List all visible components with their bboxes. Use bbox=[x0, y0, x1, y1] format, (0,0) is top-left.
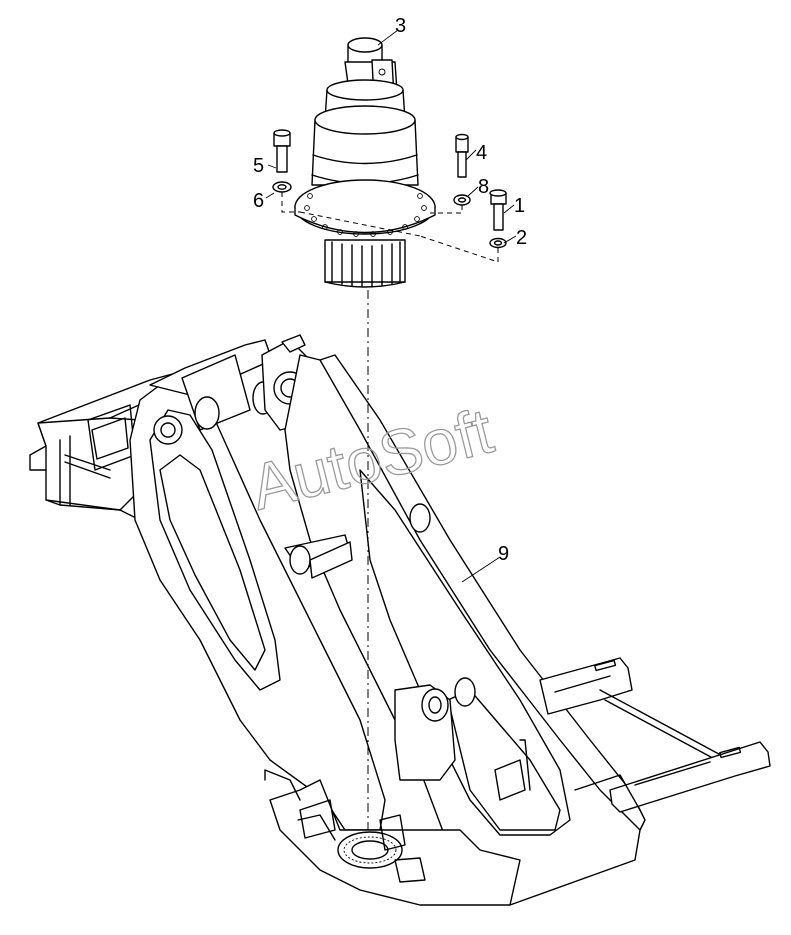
callout-5: 5 bbox=[253, 155, 264, 177]
washer-2 bbox=[489, 237, 507, 249]
callout-2: 2 bbox=[516, 227, 527, 249]
callout-4: 4 bbox=[476, 142, 487, 164]
bolt-1 bbox=[489, 189, 507, 231]
bolt-4 bbox=[455, 133, 469, 178]
callout-3: 3 bbox=[395, 15, 406, 37]
washer-8 bbox=[453, 194, 471, 206]
callout-9: 9 bbox=[498, 543, 509, 565]
bolt-5 bbox=[273, 129, 291, 173]
callout-1: 1 bbox=[514, 195, 525, 217]
callout-6: 6 bbox=[253, 190, 264, 212]
washer-6 bbox=[272, 181, 292, 193]
flange-bolt-holes bbox=[304, 193, 427, 237]
callout-8: 8 bbox=[478, 176, 489, 198]
boom-frame bbox=[29, 334, 771, 906]
bolt-alignment-lines bbox=[281, 192, 499, 263]
leader-lines bbox=[265, 29, 517, 583]
swing-drive-assembly bbox=[294, 37, 436, 288]
